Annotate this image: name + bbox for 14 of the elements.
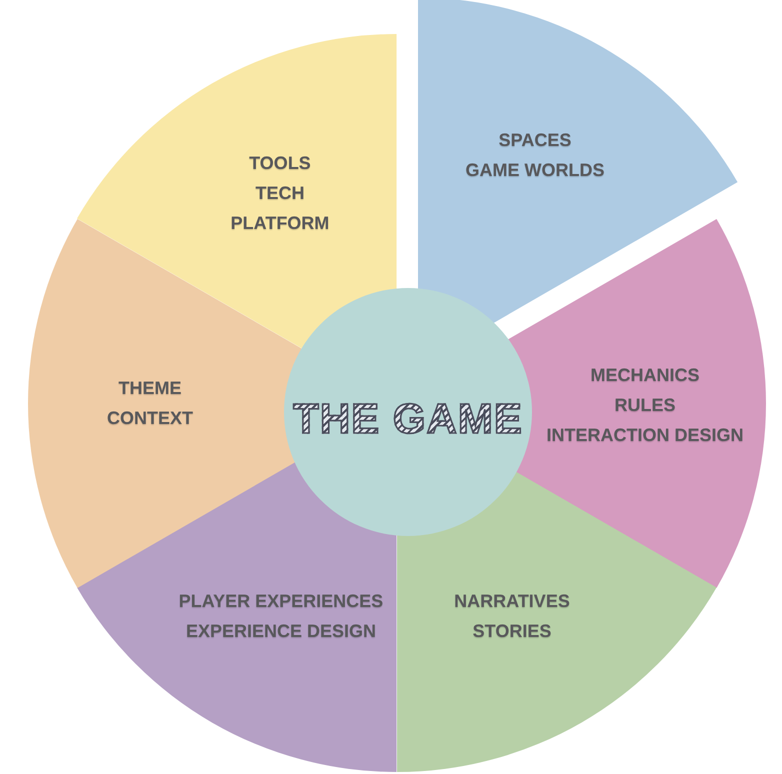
segment-label: MECHANICS bbox=[590, 366, 700, 384]
segment-label: SPACES bbox=[498, 131, 572, 149]
segment-label: EXPERIENCE DESIGN bbox=[186, 622, 376, 640]
segment-label: CONTEXT bbox=[107, 409, 193, 427]
segment-label: STORIES bbox=[472, 622, 552, 640]
segment-label: TOOLS bbox=[249, 154, 311, 172]
segment-label: PLAYER EXPERIENCES bbox=[178, 592, 384, 610]
segment-label: GAME WORLDS bbox=[466, 161, 604, 179]
segment-label: TECH bbox=[255, 184, 304, 202]
segment-label: INTERACTION DESIGN bbox=[546, 426, 744, 444]
segment-label: PLATFORM bbox=[230, 214, 330, 232]
segment-label: RULES bbox=[614, 396, 676, 414]
segment-label: NARRATIVES bbox=[454, 592, 570, 610]
segment-label: THEME bbox=[118, 379, 182, 397]
